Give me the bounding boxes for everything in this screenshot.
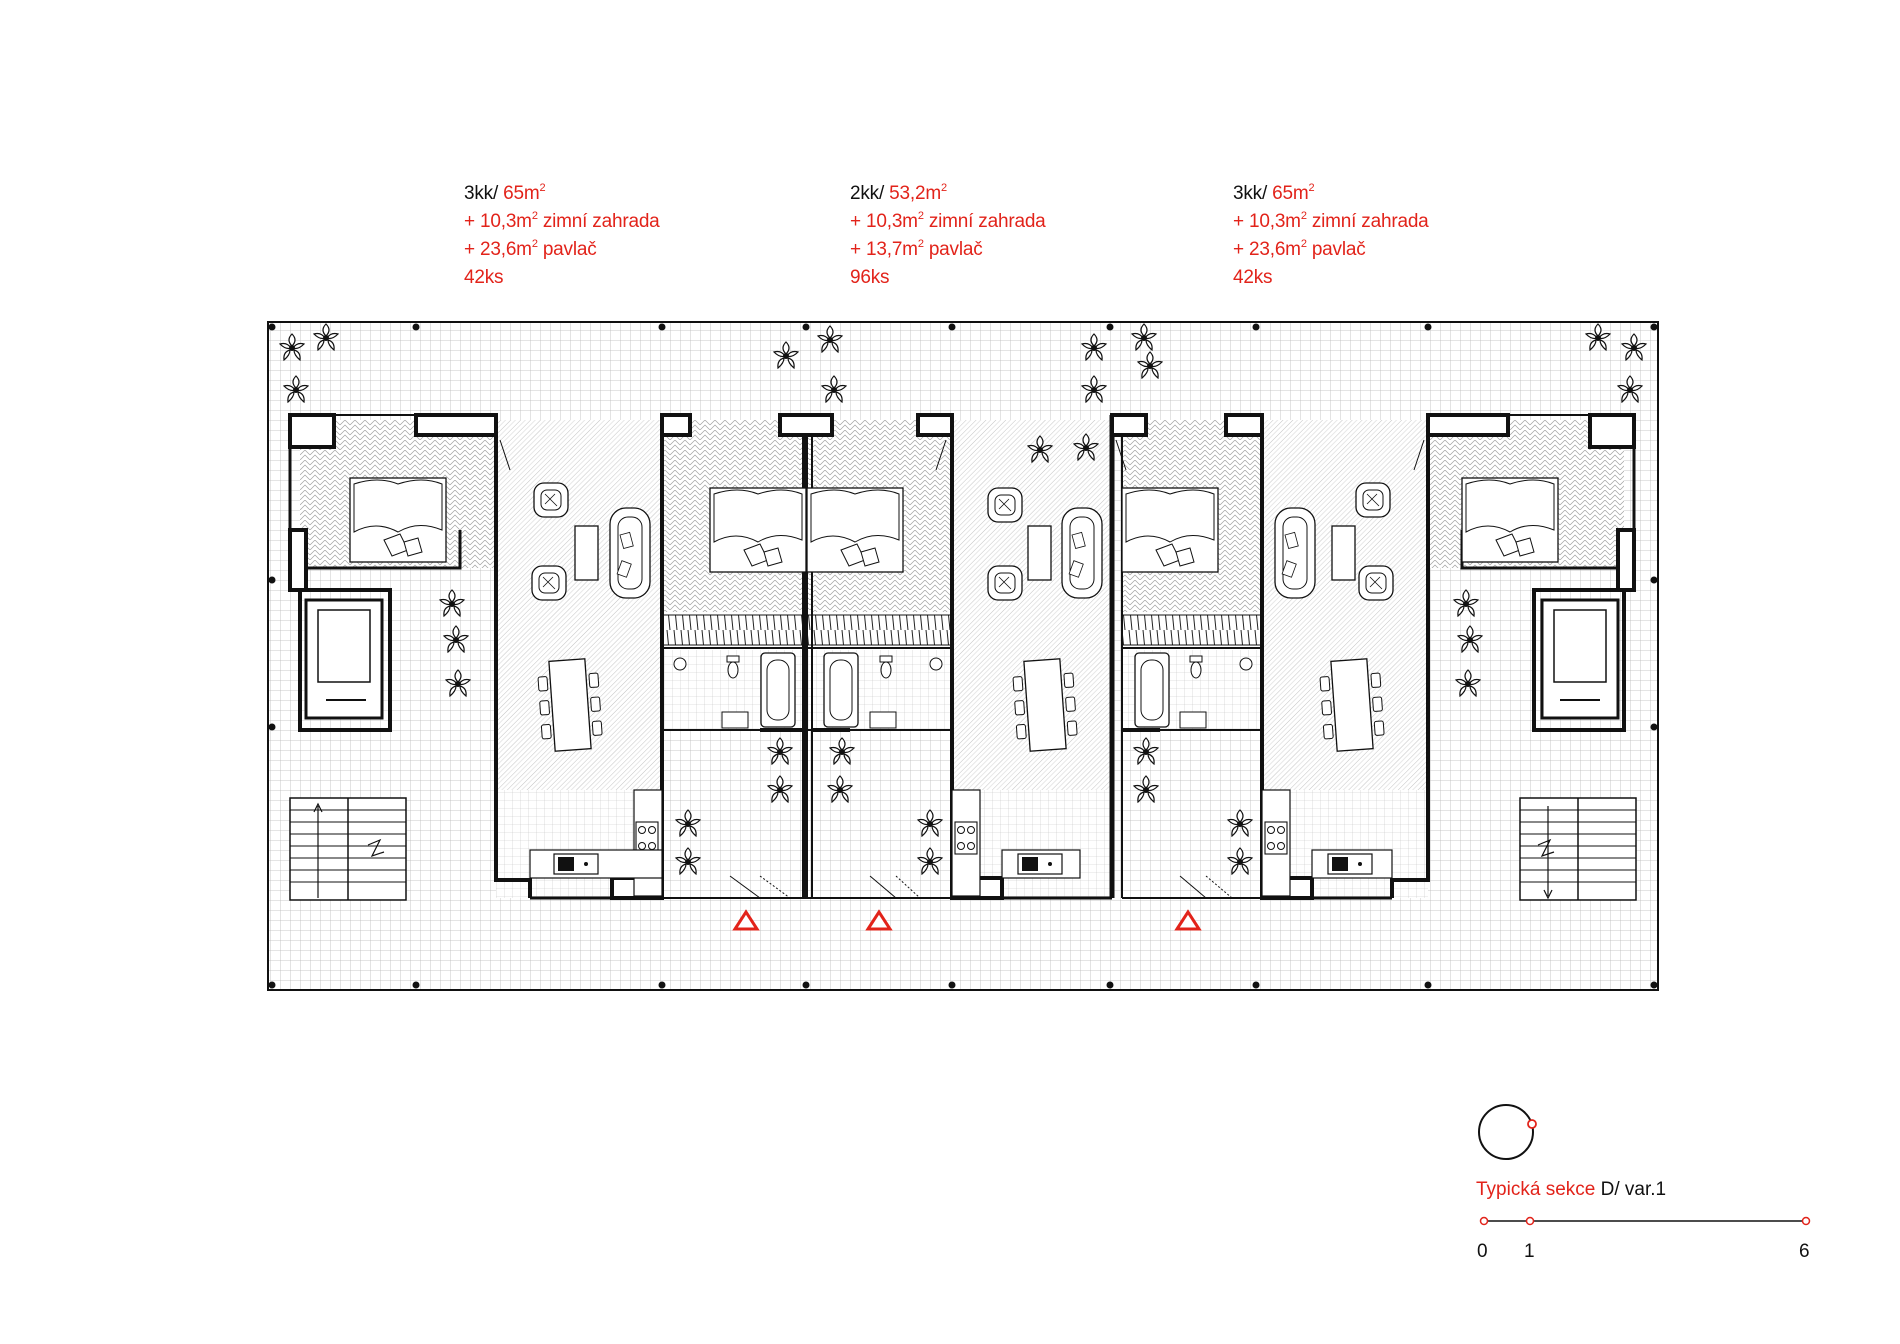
winter-garden-label: zimní zahrada — [923, 211, 1046, 232]
winter-garden-label: zimní zahrada — [1306, 211, 1429, 232]
unit-label-left: 3kk/ 65m2 + 10,3m2 zimní zahrada + 23,6m… — [464, 182, 660, 288]
unit-label-middle: 2kk/ 53,2m2 + 10,3m2 zimní zahrada + 13,… — [850, 182, 1046, 288]
scale-tick-6: 6 — [1799, 1241, 1810, 1262]
unit-label-right: 3kk/ 65m2 + 10,3m2 zimní zahrada + 23,6m… — [1233, 182, 1429, 288]
winter-garden-area: 10,3m — [866, 211, 918, 232]
gallery-area: 13,7m — [866, 239, 918, 260]
winter-garden-area: 10,3m — [480, 211, 532, 232]
scale-bar — [1479, 1216, 1811, 1226]
unit-count: 96ks — [850, 267, 890, 288]
unit-area: 65m — [503, 183, 540, 204]
stairs-left — [289, 797, 407, 901]
entrance-triangle-1 — [732, 909, 760, 931]
gallery-area: 23,6m — [1249, 239, 1301, 260]
gallery-label: pavlač — [923, 239, 983, 260]
unit-type: 3kk/ — [464, 183, 499, 204]
stairs-right — [1519, 797, 1637, 901]
unit-area: 53,2m — [889, 183, 941, 204]
doors — [499, 439, 1425, 899]
section-title: Typická sekce D/ var.1 — [1476, 1179, 1667, 1200]
north-circle-icon — [1478, 1104, 1537, 1160]
unit-area: 65m — [1272, 183, 1309, 204]
unit-type: 2kk/ — [850, 183, 885, 204]
elevator-left — [304, 598, 384, 720]
gallery-label: pavlač — [1306, 239, 1366, 260]
entrance-markers — [732, 909, 1202, 931]
winter-garden-label: zimní zahrada — [537, 211, 660, 232]
gallery-area: 23,6m — [480, 239, 532, 260]
unit-count: 42ks — [464, 267, 504, 288]
elevator-right — [1540, 598, 1620, 720]
entrance-triangle-3 — [1174, 909, 1202, 931]
scale-tick-1: 1 — [1524, 1241, 1535, 1262]
entrance-triangle-2 — [865, 909, 893, 931]
unit-count: 42ks — [1233, 267, 1273, 288]
scale-tick-0: 0 — [1477, 1241, 1488, 1262]
winter-garden-area: 10,3m — [1249, 211, 1301, 232]
unit-type: 3kk/ — [1233, 183, 1268, 204]
gallery-label: pavlač — [537, 239, 597, 260]
furniture — [349, 477, 1559, 897]
